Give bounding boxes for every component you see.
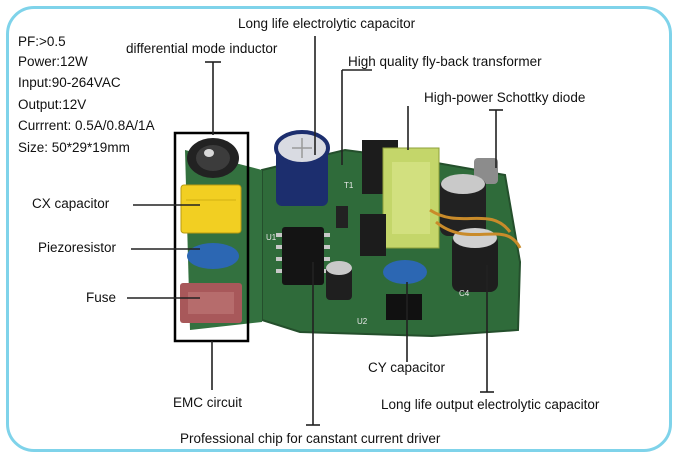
- label-output-cap: Long life output electrolytic capacitor: [381, 397, 600, 412]
- label-cx: CX capacitor: [32, 196, 110, 211]
- spec-input: Input:90-264VAC: [18, 75, 121, 90]
- label-fuse: Fuse: [86, 290, 117, 305]
- silk-c4: C4: [459, 289, 470, 298]
- label-transformer: High quality fly-back transformer: [348, 54, 542, 69]
- label-cy: CY capacitor: [368, 360, 446, 375]
- label-electrolytic: Long life electrolytic capacitor: [238, 16, 416, 31]
- spec-output: Output:12V: [18, 97, 87, 112]
- label-piezo: Piezoresistor: [38, 240, 117, 255]
- spec-pf: PF:>0.5: [18, 34, 66, 49]
- silk-u1: U1: [266, 233, 277, 242]
- cx-capacitor: [180, 184, 242, 234]
- spec-power: Power:12W: [18, 54, 88, 69]
- silk-t1: T1: [344, 181, 354, 190]
- leader-lines: [127, 36, 503, 426]
- u2-chip: [386, 294, 422, 320]
- label-emc: EMC circuit: [173, 395, 243, 410]
- piezoresistor: [187, 243, 239, 269]
- spec-current: Currrent: 0.5A/0.8A/1A: [18, 118, 155, 133]
- label-schottky: High-power Schottky diode: [424, 90, 586, 105]
- silk-u2: U2: [357, 317, 368, 326]
- cy-capacitor: [383, 260, 427, 284]
- driver-chip: [282, 227, 324, 285]
- spec-size: Size: 50*29*19mm: [18, 140, 130, 155]
- label-dm-inductor: differential mode inductor: [126, 41, 278, 56]
- label-chip: Professional chip for canstant current d…: [180, 431, 441, 446]
- schottky-diode: [474, 158, 498, 184]
